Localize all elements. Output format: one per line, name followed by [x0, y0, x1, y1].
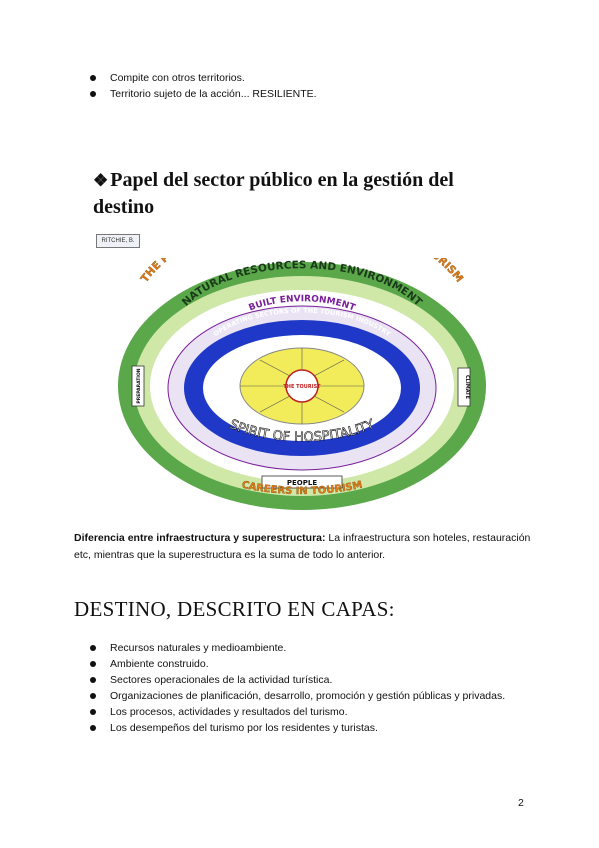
- list-item-text: Recursos naturales y medioambiente.: [110, 642, 287, 654]
- list-item-text: Organizaciones de planificación, desarro…: [110, 690, 506, 702]
- paragraph-bold-lead: Diferencia entre infraestructura y super…: [74, 532, 326, 544]
- list-item: Sectores operacionales de la actividad t…: [84, 672, 505, 688]
- list-item-text: Los desempeños del turismo por los resid…: [110, 722, 378, 734]
- section-heading: ❖Papel del sector público en la gestión …: [93, 167, 513, 221]
- diamond-bullet-icon: ❖: [93, 171, 109, 190]
- page-number: 2: [518, 797, 524, 809]
- paragraph-text: La infraestructura son hoteles, restaura…: [74, 532, 531, 561]
- bullet-icon: [90, 677, 96, 683]
- right-side-panel: [457, 367, 471, 407]
- bullet-icon: [90, 661, 96, 667]
- left-panel-label: PREPARATION: [136, 368, 142, 403]
- bullet-icon: [90, 693, 96, 699]
- list-item: Recursos naturales y medioambiente.: [84, 640, 505, 656]
- section-heading-text: Papel del sector público en la gestión d…: [93, 169, 454, 218]
- bullet-icon: [90, 75, 96, 81]
- list-item-text: Sectores operacionales de la actividad t…: [110, 674, 333, 686]
- people-label: PEOPLE: [287, 479, 317, 487]
- tourist-label: THE TOURIST: [283, 384, 321, 390]
- list-item-text: Ambiente construido.: [110, 658, 209, 670]
- list-item-text: Territorio sujeto de la acción... RESILI…: [110, 88, 317, 100]
- people-banner: [261, 475, 343, 489]
- left-side-panel: [131, 365, 145, 407]
- bullet-icon: [90, 645, 96, 651]
- list-item: Los desempeños del turismo por los resid…: [84, 720, 505, 736]
- bullet-icon: [90, 709, 96, 715]
- list-item-text: Los procesos, actividades y resultados d…: [110, 706, 348, 718]
- layers-heading: DESTINO, DESCRITO EN CAPAS:: [74, 597, 395, 621]
- list-item: Territorio sujeto de la acción... RESILI…: [84, 86, 317, 102]
- bullet-icon: [90, 725, 96, 731]
- layers-bullet-list: Recursos naturales y medioambiente. Ambi…: [84, 640, 505, 736]
- infrastructure-paragraph: Diferencia entre infraestructura y super…: [74, 530, 534, 564]
- list-item: Ambiente construido.: [84, 656, 505, 672]
- list-item-text: Compite con otros territorios.: [110, 72, 245, 84]
- bullet-icon: [90, 91, 96, 97]
- list-item: Compite con otros territorios.: [84, 70, 317, 86]
- core-dividers: [240, 348, 364, 424]
- list-item: Los procesos, actividades y resultados d…: [84, 704, 505, 720]
- climate-label: CLIMATE: [464, 375, 470, 400]
- destination-layers-diagram: THE PROCESSES, ACTIVITIES, AND OUTCOMES …: [118, 258, 486, 510]
- list-item: Organizaciones de planificación, desarro…: [84, 688, 505, 704]
- figure-source-label: RITCHIE, B.: [96, 234, 140, 248]
- top-bullet-list: Compite con otros territorios. Territori…: [84, 70, 317, 102]
